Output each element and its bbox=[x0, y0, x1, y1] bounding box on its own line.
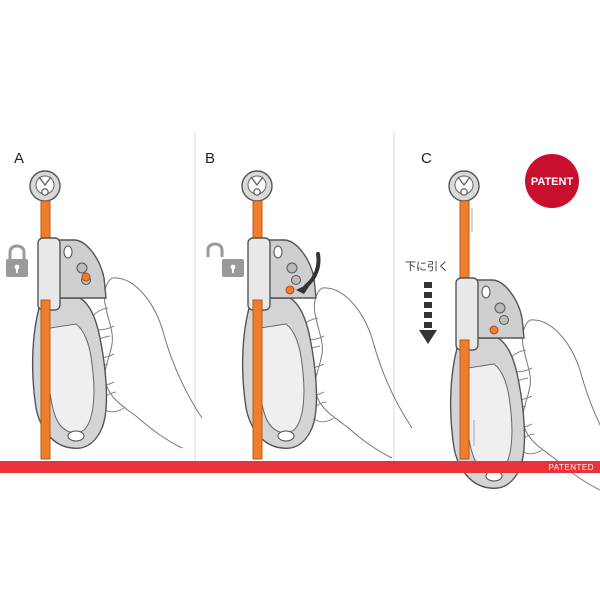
patent-badge bbox=[525, 154, 579, 208]
rotate-arrow-head bbox=[296, 282, 312, 294]
release-button bbox=[489, 325, 499, 335]
down-arrow-icon bbox=[419, 282, 437, 344]
hand bbox=[300, 287, 413, 459]
panel-label: A bbox=[14, 150, 24, 167]
footer-bar bbox=[0, 461, 600, 473]
footer-text: PATENTED bbox=[549, 463, 594, 472]
rope-front bbox=[40, 299, 51, 460]
hand bbox=[90, 277, 203, 449]
padlock-locked-icon bbox=[4, 244, 30, 279]
padlock-unlocked-icon bbox=[206, 242, 246, 279]
panel-a: A bbox=[4, 150, 203, 460]
anchor-ring-icon bbox=[29, 170, 61, 202]
pull-down-instruction: 下に引く bbox=[405, 259, 449, 273]
panel-c: C 下に引く PATENT bbox=[405, 150, 600, 491]
panel-b: B bbox=[205, 150, 413, 460]
patent-badge-text: PATENT bbox=[531, 176, 574, 188]
anchor-ring-icon bbox=[448, 170, 480, 202]
release-button bbox=[81, 272, 91, 282]
anchor-ring-icon bbox=[241, 170, 273, 202]
release-button bbox=[285, 285, 295, 295]
panel-label: B bbox=[205, 150, 215, 167]
rope-front bbox=[252, 299, 263, 460]
rope-front bbox=[459, 339, 470, 460]
panel-label: C bbox=[421, 150, 432, 167]
